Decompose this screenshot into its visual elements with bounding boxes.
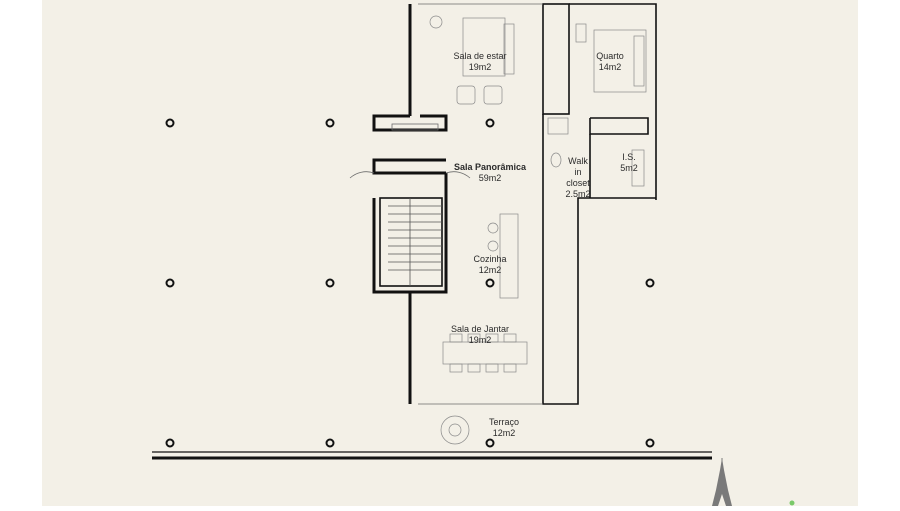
plan-sheet bbox=[42, 0, 858, 506]
slab-edge bbox=[152, 451, 712, 460]
column-marker-icon bbox=[325, 438, 335, 448]
room-label-sala-panoramica: Sala Panorâmica 59m2 bbox=[454, 162, 527, 183]
svg-text:Sala de estar: Sala de estar bbox=[453, 51, 506, 61]
column-marker-icon bbox=[485, 278, 495, 288]
service-walls bbox=[418, 3, 657, 405]
room-label-sala-de-estar: Sala de estar 19m2 bbox=[453, 51, 506, 72]
svg-text:in: in bbox=[574, 167, 581, 177]
svg-text:19m2: 19m2 bbox=[469, 335, 492, 345]
svg-text:closet: closet bbox=[566, 178, 590, 188]
room-label-is: I.S. 5m2 bbox=[620, 152, 638, 173]
svg-text:12m2: 12m2 bbox=[479, 265, 502, 275]
column-marker-icon bbox=[165, 118, 175, 128]
svg-text:Terraço: Terraço bbox=[489, 417, 519, 427]
furniture bbox=[429, 15, 647, 445]
column-marker-icon bbox=[485, 118, 495, 128]
room-label-quarto: Quarto 14m2 bbox=[596, 51, 624, 72]
eiffel-tower-icon bbox=[712, 458, 732, 506]
structural-columns bbox=[165, 118, 655, 448]
column-marker-icon bbox=[325, 118, 335, 128]
column-marker-icon bbox=[645, 438, 655, 448]
svg-text:Cozinha: Cozinha bbox=[473, 254, 506, 264]
svg-text:5m2: 5m2 bbox=[620, 163, 638, 173]
room-label-terraco: Terraço 12m2 bbox=[489, 417, 519, 438]
svg-text:Quarto: Quarto bbox=[596, 51, 624, 61]
stair-steps bbox=[388, 198, 442, 286]
svg-text:Walk: Walk bbox=[568, 156, 588, 166]
column-marker-icon bbox=[485, 438, 495, 448]
room-label-cozinha: Cozinha 12m2 bbox=[473, 254, 506, 275]
room-label-walk-in-closet: Walk in closet 2.5m2 bbox=[565, 156, 590, 199]
svg-text:I.S.: I.S. bbox=[622, 152, 636, 162]
svg-text:14m2: 14m2 bbox=[599, 62, 622, 72]
column-marker-icon bbox=[645, 278, 655, 288]
stair-core bbox=[349, 114, 471, 296]
svg-text:59m2: 59m2 bbox=[479, 173, 502, 183]
column-marker-icon bbox=[165, 438, 175, 448]
svg-text:Sala de Jantar: Sala de Jantar bbox=[451, 324, 509, 334]
svg-text:12m2: 12m2 bbox=[493, 428, 516, 438]
green-dot-icon bbox=[789, 500, 795, 506]
svg-text:19m2: 19m2 bbox=[469, 62, 492, 72]
svg-text:2.5m2: 2.5m2 bbox=[565, 189, 590, 199]
svg-text:Sala Panorâmica: Sala Panorâmica bbox=[454, 162, 527, 172]
room-label-sala-de-jantar: Sala de Jantar 19m2 bbox=[451, 324, 509, 345]
column-marker-icon bbox=[165, 278, 175, 288]
column-marker-icon bbox=[325, 278, 335, 288]
